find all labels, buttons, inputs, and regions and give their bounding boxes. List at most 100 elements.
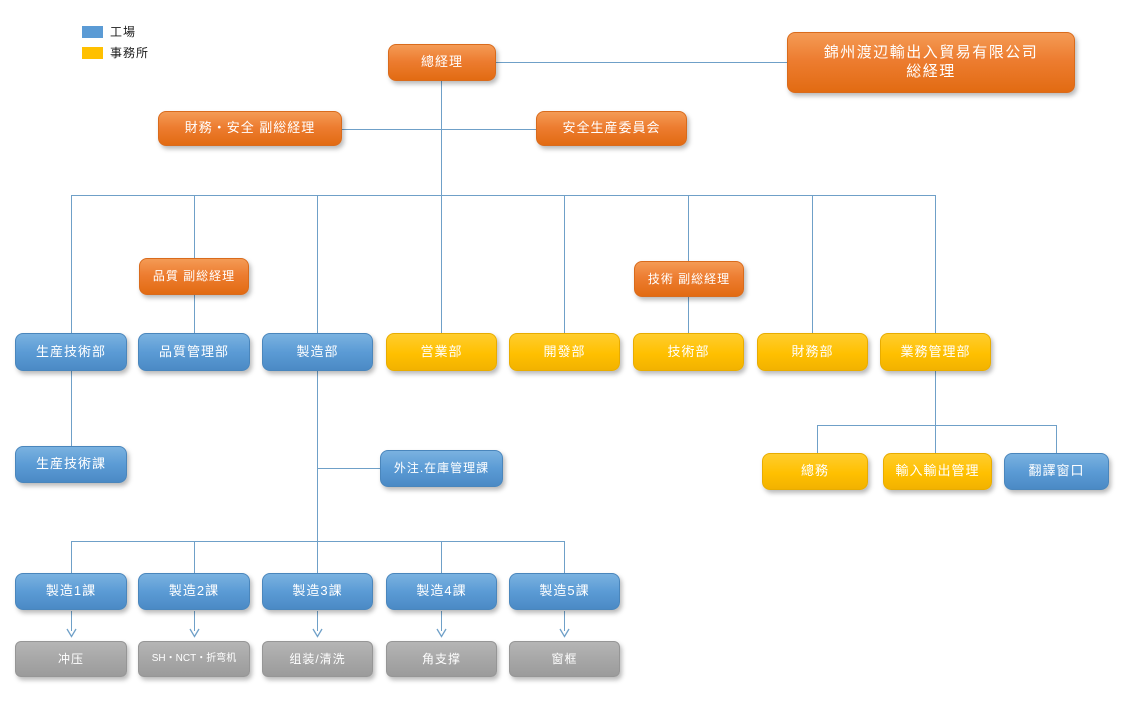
connector-line bbox=[935, 425, 936, 453]
node-label: 翻譯窗口 bbox=[1028, 463, 1085, 479]
node-proc-stamping[interactable]: 冲压 bbox=[15, 641, 127, 677]
connector-line bbox=[812, 195, 813, 333]
connector-line bbox=[564, 195, 565, 333]
node-dept-sales[interactable]: 営業部 bbox=[386, 333, 497, 371]
node-sec-outsourcing-inventory[interactable]: 外注.在庫管理課 bbox=[380, 450, 503, 487]
connector-line bbox=[71, 541, 72, 573]
connector-line bbox=[317, 195, 318, 333]
connector-line bbox=[496, 62, 787, 63]
connector-line bbox=[564, 611, 565, 631]
node-label: 外注.在庫管理課 bbox=[393, 461, 490, 475]
node-quality-vice-gm[interactable]: 品質 副総経理 bbox=[139, 258, 249, 295]
node-trade-company-gm[interactable]: 錦州渡辺輸出入貿易有限公司 総経理 bbox=[787, 32, 1075, 93]
connector-line bbox=[194, 611, 195, 631]
node-label: 角支撑 bbox=[421, 651, 461, 666]
connector-line bbox=[688, 195, 689, 261]
node-label: 品質管理部 bbox=[158, 343, 229, 359]
connector-line bbox=[194, 295, 195, 333]
connector-line bbox=[1056, 425, 1057, 453]
node-label: 製造3課 bbox=[292, 583, 343, 599]
node-general-manager[interactable]: 總経理 bbox=[388, 44, 496, 81]
arrow-down-icon bbox=[189, 628, 200, 638]
node-sec-production-tech[interactable]: 生産技術課 bbox=[15, 446, 127, 483]
node-label: SH・NCT・折弯机 bbox=[151, 652, 237, 664]
node-label: 生産技術部 bbox=[35, 343, 106, 359]
connector-line bbox=[317, 541, 318, 573]
arrow-down-icon bbox=[312, 628, 323, 638]
legend: 工場 事務所 bbox=[82, 23, 149, 61]
connector-line bbox=[935, 195, 936, 333]
node-label: 品質 副総経理 bbox=[152, 269, 236, 283]
node-label: 技術 副総経理 bbox=[647, 271, 731, 286]
arrow-down-icon bbox=[559, 628, 570, 638]
connector-line bbox=[817, 425, 818, 453]
connector-line bbox=[317, 371, 318, 541]
connector-line bbox=[441, 541, 442, 573]
node-tech-vice-gm[interactable]: 技術 副総経理 bbox=[634, 261, 744, 297]
node-label: 冲压 bbox=[57, 651, 84, 666]
node-label: 財務部 bbox=[791, 343, 834, 359]
node-proc-sh-nct-bending[interactable]: SH・NCT・折弯机 bbox=[138, 641, 250, 677]
node-proc-corner-support[interactable]: 角支撑 bbox=[386, 641, 497, 677]
node-label: 技術部 bbox=[667, 343, 710, 359]
node-general-affairs[interactable]: 總務 bbox=[762, 453, 868, 490]
node-safety-production-committee[interactable]: 安全生産委員会 bbox=[536, 111, 687, 146]
connector-line bbox=[688, 297, 689, 333]
legend-item-office: 事務所 bbox=[82, 44, 149, 61]
node-label: 業務管理部 bbox=[900, 343, 971, 359]
node-label: 總経理 bbox=[420, 54, 463, 70]
node-label: 安全生産委員会 bbox=[562, 120, 661, 136]
node-label: 窗框 bbox=[551, 651, 578, 666]
connector-line bbox=[441, 611, 442, 631]
node-dept-quality-mgmt[interactable]: 品質管理部 bbox=[138, 333, 250, 371]
node-mfg-sec-3[interactable]: 製造3課 bbox=[262, 573, 373, 610]
connector-line bbox=[71, 611, 72, 631]
node-dept-development[interactable]: 開發部 bbox=[509, 333, 620, 371]
node-label-line1: 錦州渡辺輸出入貿易有限公司 bbox=[823, 43, 1039, 61]
node-label: 輸入輸出管理 bbox=[895, 463, 980, 479]
node-translation-window[interactable]: 翻譯窗口 bbox=[1004, 453, 1109, 490]
connector-line bbox=[71, 195, 936, 196]
node-mfg-sec-2[interactable]: 製造2課 bbox=[138, 573, 250, 610]
connector-line bbox=[71, 195, 72, 333]
connector-line bbox=[71, 541, 565, 542]
node-dept-manufacturing[interactable]: 製造部 bbox=[262, 333, 373, 371]
connector-line bbox=[935, 371, 936, 425]
legend-factory-swatch bbox=[82, 25, 103, 38]
node-finance-safety-vice-gm[interactable]: 財務・安全 副総経理 bbox=[158, 111, 342, 146]
connector-line bbox=[817, 425, 1057, 426]
node-proc-assembly-cleaning[interactable]: 组装/清洗 bbox=[262, 641, 373, 677]
node-label: 営業部 bbox=[420, 343, 463, 359]
legend-factory-label: 工場 bbox=[110, 25, 137, 39]
legend-office-label: 事務所 bbox=[110, 46, 150, 60]
node-dept-finance[interactable]: 財務部 bbox=[757, 333, 868, 371]
node-mfg-sec-1[interactable]: 製造1課 bbox=[15, 573, 127, 610]
node-label: 製造2課 bbox=[168, 583, 220, 599]
connector-line bbox=[342, 129, 536, 130]
connector-line bbox=[564, 541, 565, 573]
connector-line bbox=[317, 611, 318, 631]
node-import-export-mgmt[interactable]: 輸入輸出管理 bbox=[883, 453, 992, 490]
node-label: 生産技術課 bbox=[35, 456, 106, 472]
node-dept-production-tech[interactable]: 生産技術部 bbox=[15, 333, 127, 371]
node-label: 组装/清洗 bbox=[289, 651, 346, 666]
node-label: 製造4課 bbox=[416, 583, 467, 599]
node-label: 財務・安全 副総経理 bbox=[184, 120, 316, 136]
node-label: 總務 bbox=[800, 463, 829, 479]
node-label: 製造5課 bbox=[539, 583, 590, 599]
arrow-down-icon bbox=[436, 628, 447, 638]
connector-line bbox=[71, 371, 72, 446]
node-dept-business-mgmt[interactable]: 業務管理部 bbox=[880, 333, 991, 371]
connector-line bbox=[317, 468, 380, 469]
arrow-down-icon bbox=[66, 628, 77, 638]
node-label: 製造部 bbox=[296, 343, 339, 359]
node-label-line2: 総経理 bbox=[906, 62, 956, 80]
node-dept-technology[interactable]: 技術部 bbox=[633, 333, 744, 371]
connector-line bbox=[194, 541, 195, 573]
node-mfg-sec-4[interactable]: 製造4課 bbox=[386, 573, 497, 610]
connector-line bbox=[194, 195, 195, 258]
node-proc-window-frame[interactable]: 窗框 bbox=[509, 641, 620, 677]
legend-office-swatch bbox=[82, 46, 103, 59]
node-mfg-sec-5[interactable]: 製造5課 bbox=[509, 573, 620, 610]
